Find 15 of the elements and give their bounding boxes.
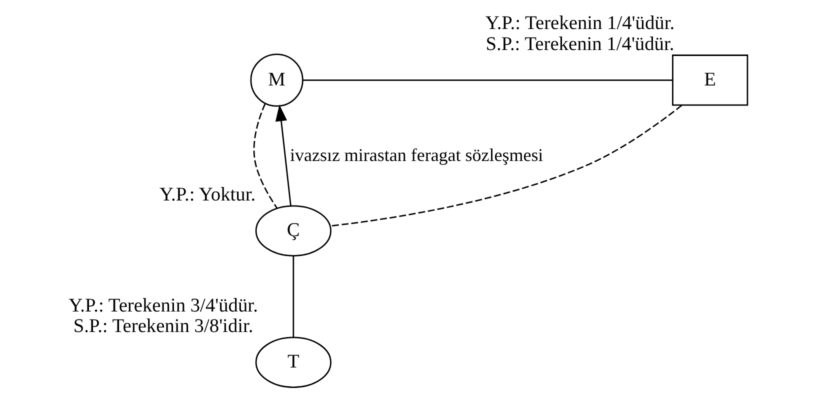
connector bbox=[330, 104, 682, 227]
node-box: E bbox=[672, 54, 748, 106]
node-label: Y.P.: Yoktur. bbox=[160, 184, 256, 206]
connector bbox=[253, 104, 278, 209]
connector bbox=[303, 79, 672, 81]
node-label: S.P.: Terekenin 3/8'idir. bbox=[73, 316, 254, 338]
arrow bbox=[275, 104, 292, 206]
node-label: Y.P.: Terekenin 3/4'üdür. bbox=[68, 295, 258, 316]
node-circle: M bbox=[250, 54, 304, 107]
node-label: Y.P.: Terekenin 1/4'üdür. bbox=[485, 13, 675, 34]
node-ellipse: T bbox=[255, 336, 332, 388]
node-label: S.P.: Terekenin 1/4'üdür. bbox=[486, 34, 674, 55]
edge-label: ivazsız mirastan feragat sözleşmesi bbox=[290, 144, 544, 165]
connector bbox=[292, 256, 294, 338]
node-ellipse: Ç bbox=[255, 205, 332, 256]
